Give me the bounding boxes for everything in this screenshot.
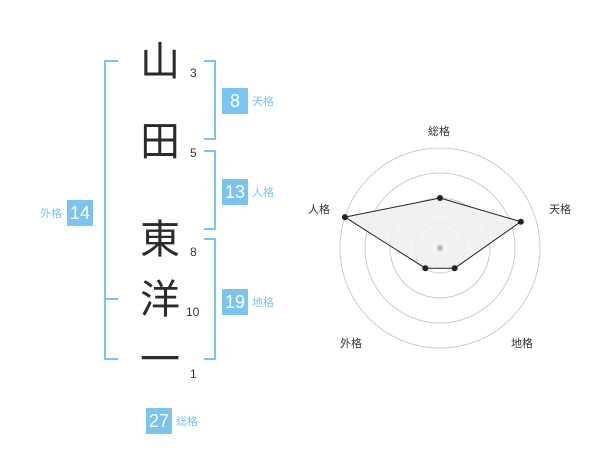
soukaku-value: 27: [146, 408, 173, 434]
radar-point-0: [437, 195, 443, 201]
stroke-count-5: 1: [190, 367, 197, 381]
stroke-count-1: 3: [190, 66, 197, 80]
radar-center-point: [437, 245, 443, 251]
tenkaku-label: 天格: [252, 95, 274, 108]
name-char-3: 東: [140, 217, 180, 263]
name-char-4: 洋: [140, 277, 180, 323]
tenkaku-badge: 8 天格: [222, 88, 274, 114]
name-char-2: 田: [140, 119, 180, 165]
gaikaku-badge: 外格 14: [40, 200, 94, 226]
chikaku-label: 地格: [252, 296, 275, 309]
radar-label-gaikaku: 外格: [340, 337, 362, 350]
radar-label-soukaku: 総格: [428, 125, 450, 138]
tenkaku-bracket: [204, 60, 216, 140]
stroke-count-2: 5: [190, 146, 197, 160]
radar-label-chikaku: 地格: [511, 337, 533, 350]
gaikaku-bracket-divider: [104, 298, 118, 300]
radar-label-tenkaku: 天格: [549, 203, 571, 216]
soukaku-label: 総格: [176, 415, 199, 428]
soukaku-badge: 27 総格: [146, 408, 198, 434]
radar-ring-4: [339, 147, 541, 349]
jinkaku-badge: 13 人格: [222, 179, 274, 205]
radar-points: [341, 195, 524, 272]
gaikaku-label: 外格: [40, 207, 62, 220]
jinkaku-value: 13: [222, 179, 249, 205]
tenkaku-value: 8: [222, 88, 248, 114]
name-char-1: 山: [140, 39, 180, 85]
radar-point-2: [451, 265, 458, 272]
radar-rings: [339, 147, 541, 349]
radar-point-3: [422, 265, 429, 272]
radar-polygon: [343, 197, 522, 269]
radar-shape: [343, 197, 522, 269]
chikaku-badge: 19 地格: [222, 289, 274, 315]
radar-label-jinkaku: 人格: [308, 203, 330, 216]
name-char-5: 一: [140, 337, 180, 383]
stroke-count-4: 10: [186, 305, 200, 319]
gaikaku-value: 14: [67, 200, 94, 226]
radar-ring-3: [364, 172, 516, 324]
radar-point-4: [341, 214, 348, 221]
gaikaku-bracket: [104, 60, 118, 360]
jinkaku-bracket: [204, 150, 216, 230]
stroke-count-3: 8: [190, 245, 197, 259]
chikaku-value: 19: [222, 289, 249, 315]
chikaku-bracket: [204, 238, 216, 360]
jinkaku-label: 人格: [252, 186, 275, 199]
radar-point-1: [517, 218, 524, 225]
